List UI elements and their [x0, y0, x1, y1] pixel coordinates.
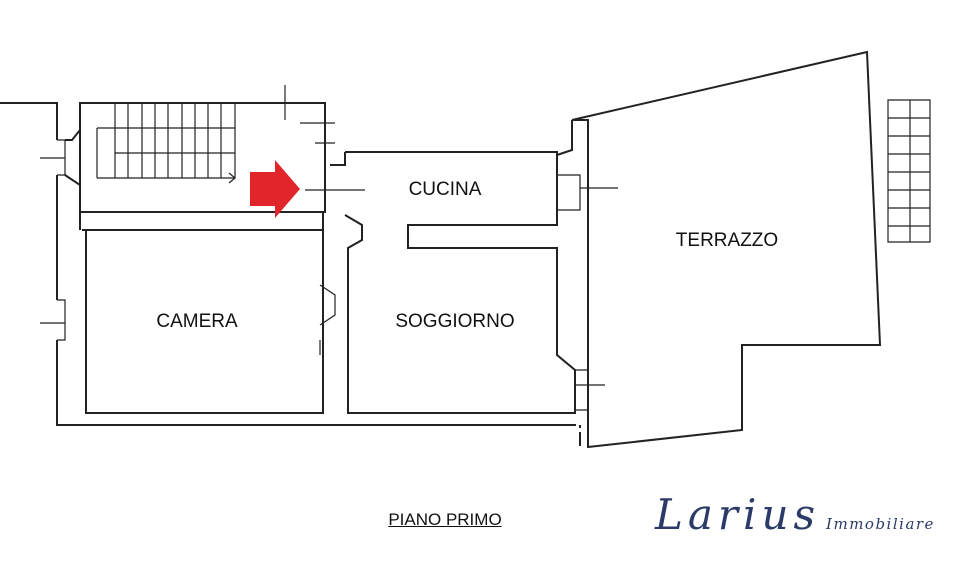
walls	[0, 50, 882, 449]
stairs	[96, 99, 931, 243]
entrance-arrow-icon	[250, 160, 300, 218]
room-label-camera: CAMERA	[156, 311, 238, 332]
logo-name: Larius	[655, 490, 821, 539]
room-label-cucina: CUCINA	[408, 179, 482, 200]
logo-subtitle: Immobiliare	[826, 515, 935, 533]
windows	[40, 85, 618, 411]
room-label-terrazzo: TERRAZZO	[675, 230, 779, 251]
floor-title: PIANO PRIMO	[388, 510, 502, 529]
room-label-soggiorno: SOGGIORNO	[395, 311, 515, 332]
